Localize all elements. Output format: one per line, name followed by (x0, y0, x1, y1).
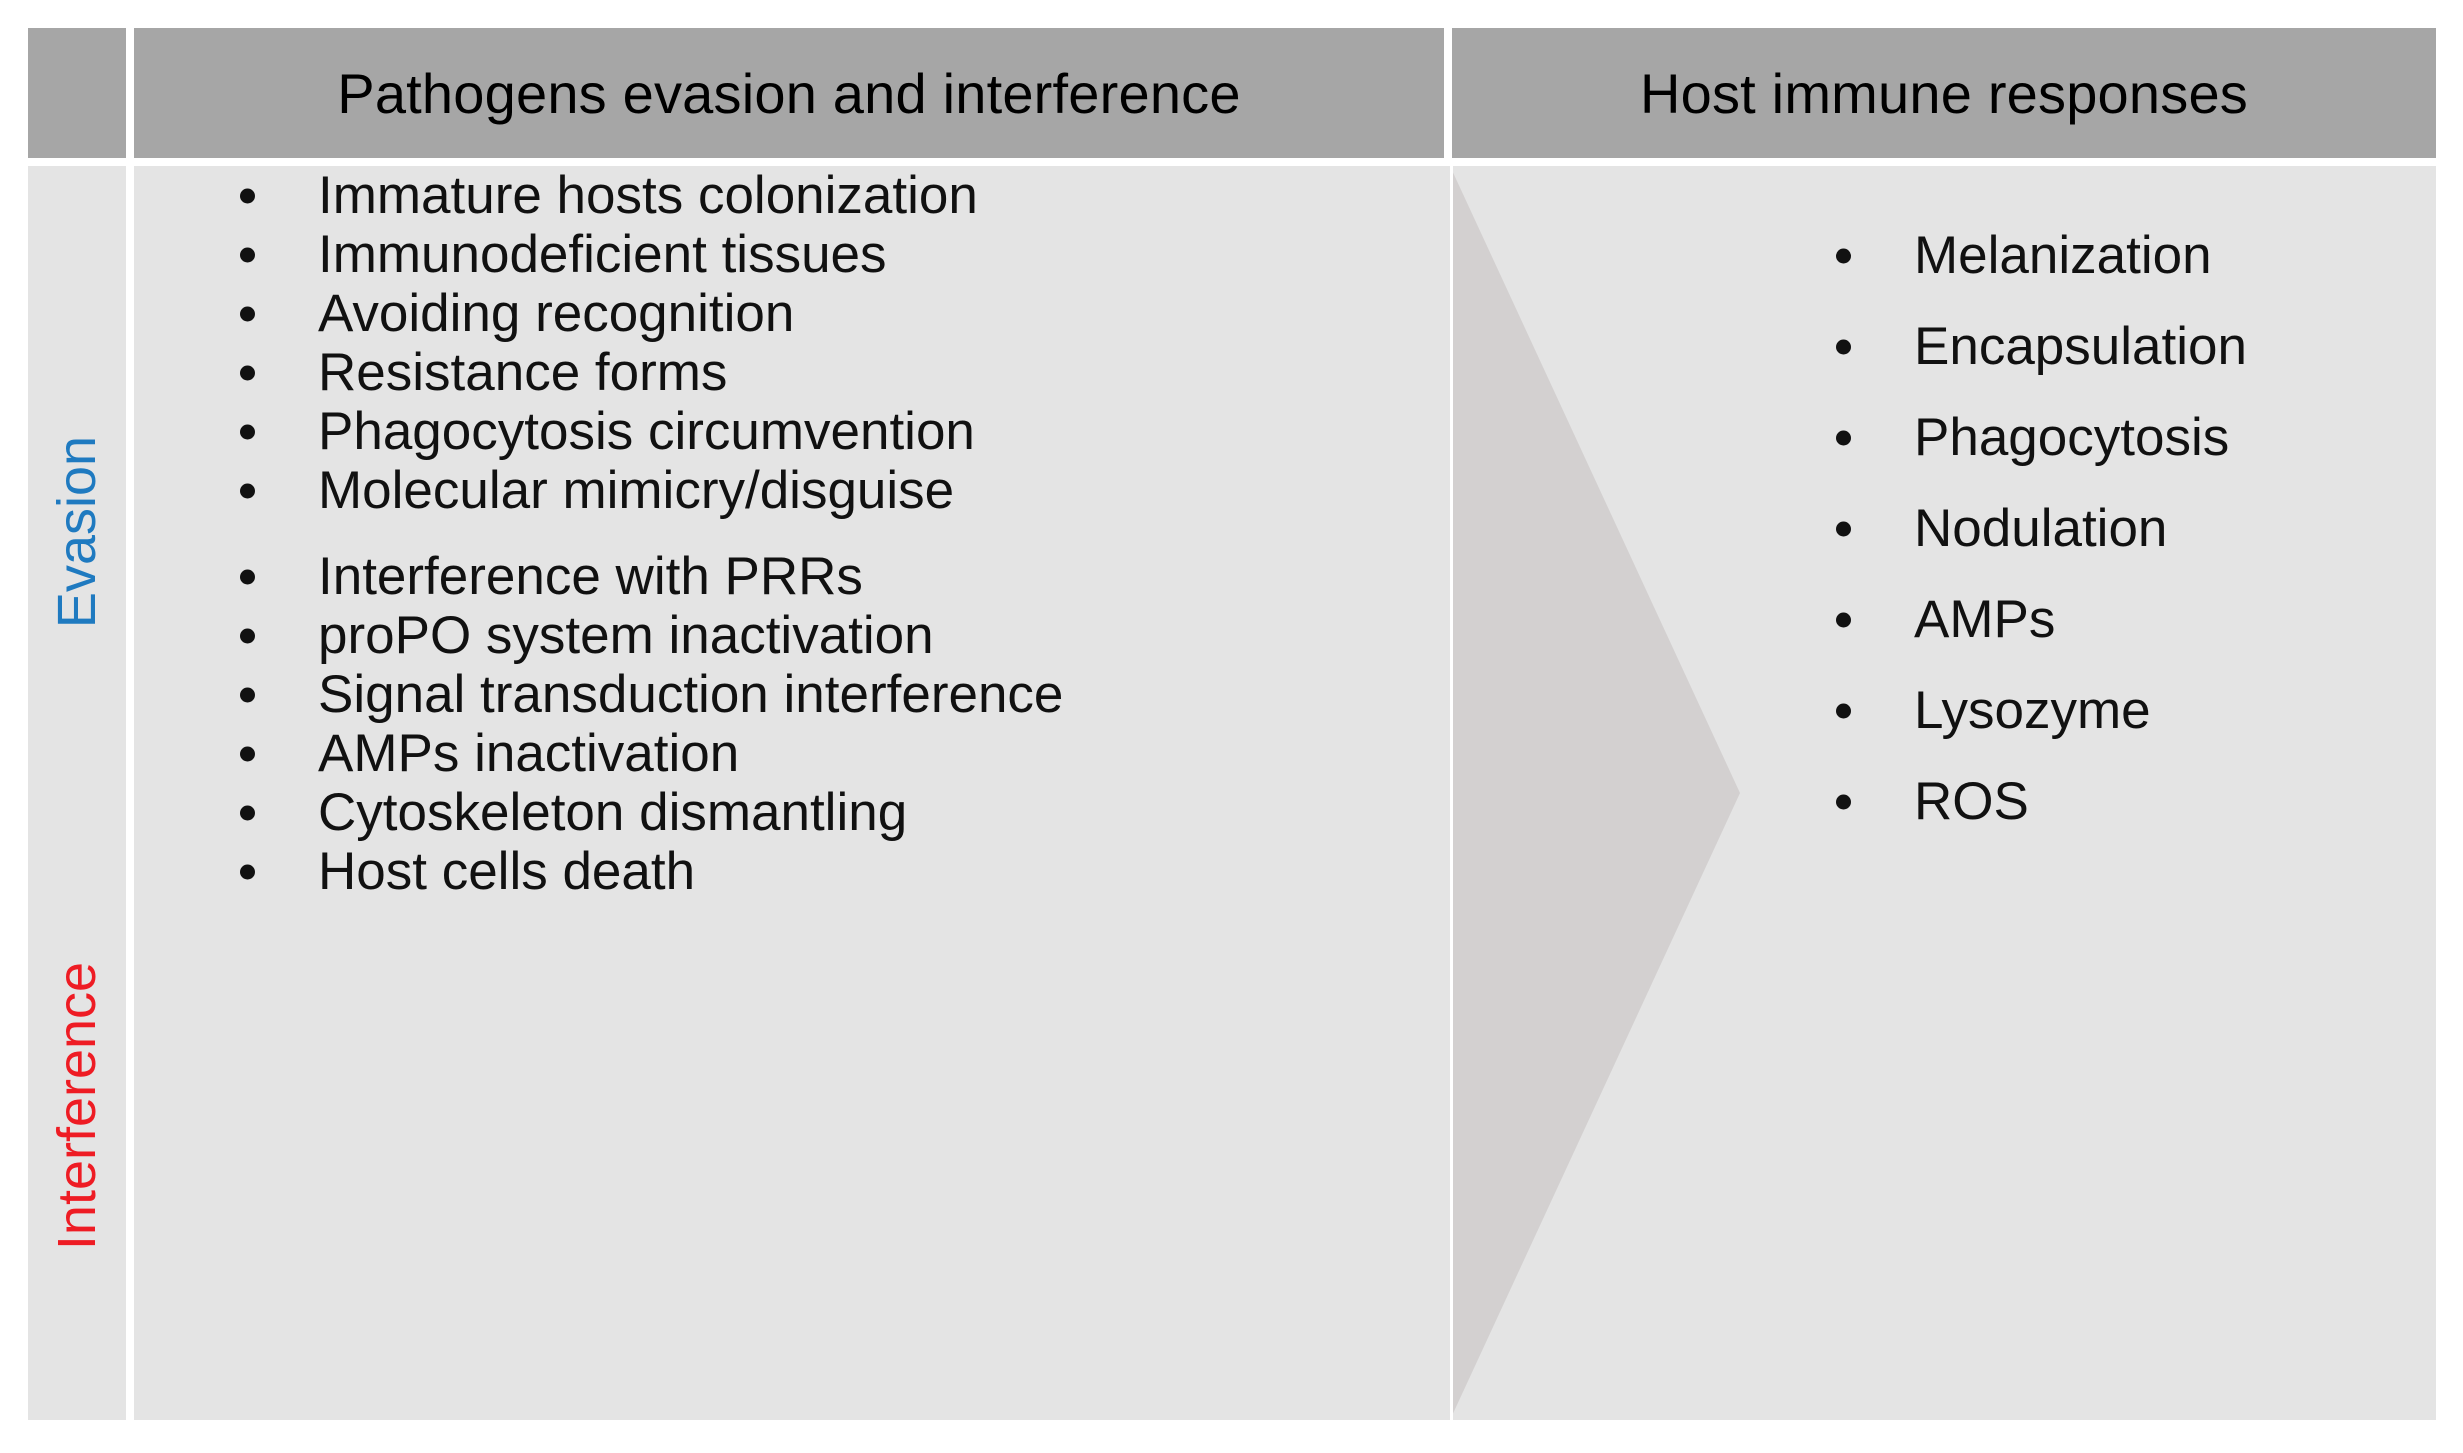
list-host-immune-responses: Melanization Encapsulation Phagocytosis … (1836, 210, 2247, 847)
bullet-icon (240, 805, 255, 820)
header-host-label: Host immune responses (1639, 61, 2248, 125)
list-evasion: Immature hosts colonization Immunodefici… (240, 166, 978, 520)
list-item: Immunodeficient tissues (240, 225, 978, 284)
list-item-label: AMPs inactivation (318, 724, 740, 783)
list-item-label: Cytoskeleton dismantling (318, 783, 908, 842)
bullet-icon (240, 306, 255, 321)
right-arrow-icon (1450, 166, 1740, 1420)
side-rail: Evasion Interference (28, 166, 126, 1420)
list-item-label: Interference with PRRs (318, 547, 863, 606)
column-divider (1450, 166, 1453, 1420)
list-item-label: Nodulation (1914, 499, 2168, 558)
bullet-icon (240, 483, 255, 498)
list-item-label: Signal transduction interference (318, 665, 1064, 724)
list-item: Signal transduction interference (240, 665, 1063, 724)
list-item-label: Avoiding recognition (318, 284, 795, 343)
list-item: Resistance forms (240, 343, 978, 402)
list-item-label: Lysozyme (1914, 681, 2151, 740)
list-item: Molecular mimicry/disguise (240, 461, 978, 520)
rail-label-evasion: Evasion (47, 435, 107, 629)
list-item-label: Phagocytosis (1914, 408, 2230, 467)
header-cell-pathogens: Pathogens evasion and interference (134, 28, 1444, 158)
header-cell-rail (28, 28, 126, 158)
list-item: Avoiding recognition (240, 284, 978, 343)
list-item: Lysozyme (1836, 665, 2247, 756)
bullet-icon (1836, 612, 1851, 627)
list-item-label: AMPs (1914, 590, 2056, 649)
bullet-icon (1836, 703, 1851, 718)
list-item: Phagocytosis (1836, 392, 2247, 483)
bullet-icon (1836, 521, 1851, 536)
bullet-icon (240, 746, 255, 761)
list-item: proPO system inactivation (240, 606, 1063, 665)
list-item-label: Molecular mimicry/disguise (318, 461, 955, 520)
list-item: Cytoskeleton dismantling (240, 783, 1063, 842)
list-item: Immature hosts colonization (240, 166, 978, 225)
header-cell-host: Host immune responses (1452, 28, 2436, 158)
list-item: Interference with PRRs (240, 547, 1063, 606)
bullet-icon (240, 247, 255, 262)
list-item-label: Immunodeficient tissues (318, 225, 887, 284)
list-item-label: Encapsulation (1914, 317, 2247, 376)
bullet-icon (1836, 248, 1851, 263)
list-item: Encapsulation (1836, 301, 2247, 392)
list-item-label: Host cells death (318, 842, 696, 901)
content-panel: Immature hosts colonization Immunodefici… (134, 166, 2436, 1420)
bullet-icon (240, 864, 255, 879)
bullet-icon (1836, 339, 1851, 354)
list-item: ROS (1836, 756, 2247, 847)
list-item: AMPs inactivation (240, 724, 1063, 783)
header-pathogens-label: Pathogens evasion and interference (337, 61, 1241, 125)
bullet-icon (240, 628, 255, 643)
bullet-icon (240, 188, 255, 203)
list-item-label: Phagocytosis circumvention (318, 402, 975, 461)
list-item-label: Melanization (1914, 226, 2212, 285)
list-item: Nodulation (1836, 483, 2247, 574)
rail-label-interference: Interference (47, 961, 107, 1251)
bullet-icon (1836, 794, 1851, 809)
bullet-icon (240, 424, 255, 439)
list-item-label: proPO system inactivation (318, 606, 934, 665)
bullet-icon (240, 569, 255, 584)
list-item: Phagocytosis circumvention (240, 402, 978, 461)
list-item-label: Immature hosts colonization (318, 166, 978, 225)
bullet-icon (1836, 430, 1851, 445)
list-interference: Interference with PRRs proPO system inac… (240, 547, 1063, 901)
list-item: Melanization (1836, 210, 2247, 301)
list-item-label: Resistance forms (318, 343, 728, 402)
list-item: AMPs (1836, 574, 2247, 665)
bullet-icon (240, 365, 255, 380)
list-item: Host cells death (240, 842, 1063, 901)
bullet-icon (240, 687, 255, 702)
list-item-label: ROS (1914, 772, 2029, 831)
